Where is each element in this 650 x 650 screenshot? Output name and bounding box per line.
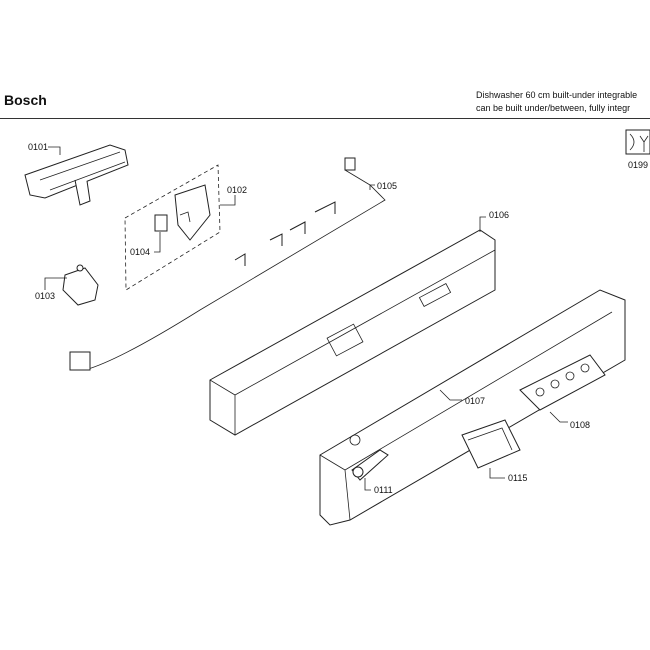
description-line-1: Dishwasher 60 cm built-under integrable — [476, 90, 638, 100]
part-0105[interactable] — [69, 157, 386, 371]
part-label-0115: 0115 — [508, 473, 527, 483]
brand-title: Bosch — [4, 92, 47, 108]
part-0101[interactable] — [24, 144, 129, 206]
part-0102[interactable] — [174, 184, 211, 241]
part-label-0103: 0103 — [35, 291, 55, 301]
part-label-0107: 0107 — [465, 396, 485, 406]
part-label-0108: 0108 — [570, 420, 590, 430]
part-label-0199: 0199 — [628, 160, 648, 170]
part-0106[interactable] — [209, 229, 496, 436]
part-label-0101: 0101 — [28, 142, 48, 152]
description-line-2: can be built under/between, fully integr — [476, 103, 631, 113]
header-divider — [0, 118, 650, 119]
part-label-0102: 0102 — [227, 185, 247, 195]
part-0104[interactable] — [154, 214, 168, 232]
part-label-0111: 0111 — [374, 485, 393, 495]
part-0103[interactable] — [62, 264, 99, 306]
part-0108[interactable] — [519, 354, 606, 411]
part-label-0106: 0106 — [489, 210, 509, 220]
part-0107[interactable] — [319, 289, 626, 526]
part-0115[interactable] — [461, 419, 521, 469]
part-label-0104: 0104 — [130, 247, 150, 257]
wrench-icon — [625, 129, 650, 155]
part-0111[interactable] — [351, 449, 389, 481]
part-label-0105: 0105 — [377, 181, 397, 191]
